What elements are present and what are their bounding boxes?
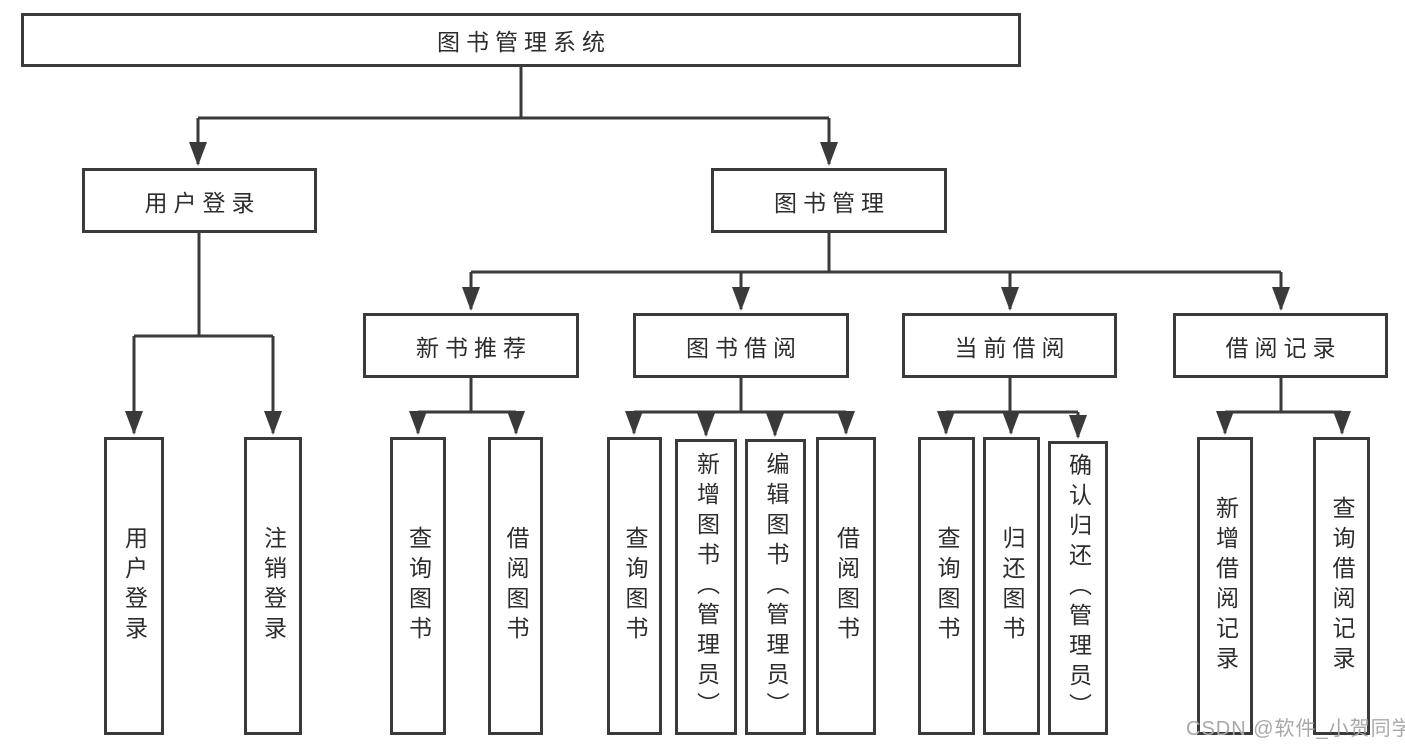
node-book-borrow-label: 图书借阅 [686, 334, 802, 361]
leaf-cb-query-books: 查询图书 [918, 437, 975, 735]
node-root: 图书管理系统 [21, 13, 1021, 67]
leaf-logout: 注销登录 [244, 437, 302, 735]
leaf-cb-confirm-return-admin: 确认归还（管理员） [1048, 441, 1108, 735]
leaf-nbr-query-books-label: 查询图书 [405, 526, 432, 646]
node-book-mgmt-label: 图书管理 [774, 189, 890, 216]
connector-new-book-rec-trunk [418, 378, 516, 414]
node-current-borrow: 当前借阅 [902, 313, 1117, 378]
leaf-bb-query-books-label: 查询图书 [622, 526, 648, 646]
leaf-nbr-query-books: 查询图书 [390, 437, 446, 735]
node-new-book-rec: 新书推荐 [363, 313, 579, 378]
node-current-borrow-label: 当前借阅 [954, 334, 1071, 361]
leaf-bb-add-books-admin-label: 新增图书（管理员） [693, 452, 720, 722]
leaf-bb-borrow-books-label: 借阅图书 [833, 526, 860, 646]
leaf-logout-label: 注销登录 [260, 526, 287, 646]
connector-user-login-trunk [134, 233, 273, 338]
leaf-nbr-borrow-books: 借阅图书 [488, 437, 543, 735]
leaf-bb-add-books-admin: 新增图书（管理员） [675, 439, 737, 735]
leaf-cb-query-books-label: 查询图书 [934, 526, 960, 646]
leaf-cb-return-books: 归还图书 [983, 437, 1040, 735]
csdn-watermark: CSDN @软件_小贺同学 [1186, 718, 1405, 740]
leaf-br-add-record-label: 新增借阅记录 [1212, 496, 1239, 676]
leaf-nbr-borrow-books-label: 借阅图书 [503, 526, 529, 646]
connector-book-mgmt-trunk [471, 233, 1281, 274]
node-user-login-label: 用户登录 [144, 189, 261, 216]
connector-book-borrow-trunk [634, 378, 846, 414]
connector-current-borrow-trunk [946, 378, 1078, 414]
node-book-mgmt: 图书管理 [711, 168, 947, 233]
connector-root-trunk [198, 67, 829, 120]
node-root-label: 图书管理系统 [437, 29, 611, 55]
node-user-login: 用户登录 [82, 168, 317, 233]
leaf-bb-query-books: 查询图书 [607, 437, 662, 735]
leaf-user-login-label: 用户登录 [121, 526, 148, 646]
leaf-bb-edit-books-admin: 编辑图书（管理员） [745, 439, 806, 735]
node-borrow-records-label: 借阅记录 [1225, 334, 1342, 361]
leaf-cb-confirm-return-admin-label: 确认归还（管理员） [1065, 453, 1092, 723]
leaf-br-query-record-label: 查询借阅记录 [1329, 496, 1355, 676]
node-book-borrow: 图书借阅 [633, 313, 849, 378]
leaf-bb-borrow-books: 借阅图书 [816, 437, 876, 735]
leaf-br-query-record: 查询借阅记录 [1313, 437, 1370, 735]
leaf-cb-return-books-label: 归还图书 [999, 526, 1025, 646]
leaf-br-add-record: 新增借阅记录 [1197, 437, 1253, 735]
node-new-book-rec-label: 新书推荐 [416, 334, 532, 361]
leaf-user-login: 用户登录 [104, 437, 164, 735]
connector-borrow-records-trunk [1225, 378, 1342, 414]
node-borrow-records: 借阅记录 [1173, 313, 1388, 378]
leaf-bb-edit-books-admin-label: 编辑图书（管理员） [763, 452, 789, 722]
